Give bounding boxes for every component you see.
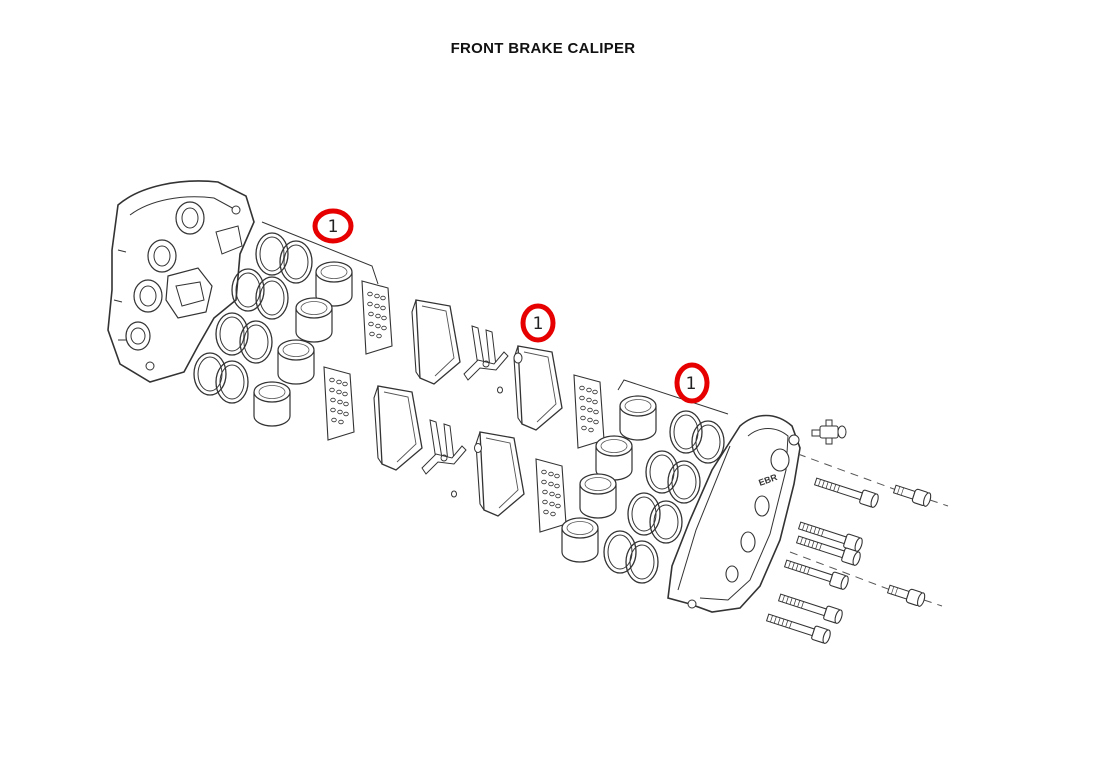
left-group-bracket [261, 221, 379, 285]
callout-right: 1 [674, 362, 710, 404]
left-caliper-half [107, 180, 255, 383]
alignment-lines [789, 453, 949, 607]
callout-center: 1 [520, 303, 556, 343]
cap-screws [886, 481, 933, 608]
right-caliper-half: EBR [667, 414, 801, 613]
page-title: FRONT BRAKE CALIPER [450, 40, 636, 57]
small-clips [451, 352, 523, 498]
callout-label: 1 [328, 217, 339, 237]
callout-label: 1 [686, 374, 697, 394]
callout-left: 1 [312, 208, 354, 244]
callout-label: 1 [533, 314, 544, 334]
bleeder-valve [811, 419, 847, 445]
